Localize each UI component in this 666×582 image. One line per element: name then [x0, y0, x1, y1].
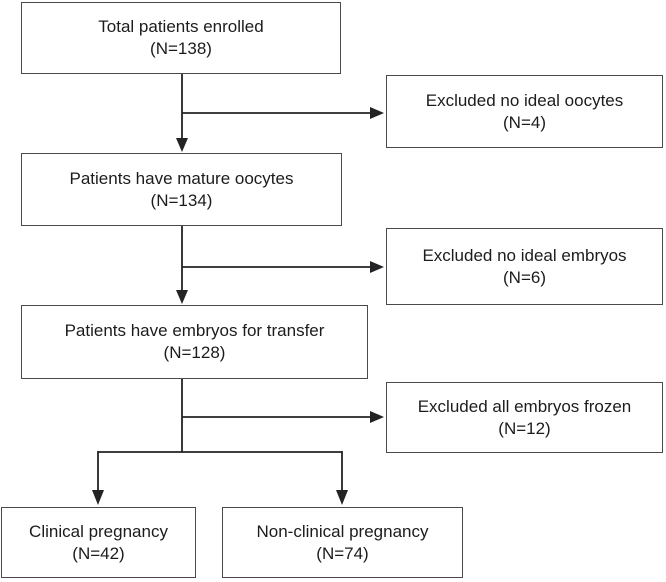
flow-box-label: Excluded all embryos frozen [417, 396, 632, 416]
flow-box-excluded-all-embryos-frozen: Excluded all embryos frozen (N=12) [386, 382, 663, 453]
flow-box-excluded-no-ideal-embryos: Excluded no ideal embryos (N=6) [386, 228, 663, 305]
flow-box-label: Patients have embryos for transfer [64, 321, 325, 340]
flow-box-label: Excluded no ideal embryos [422, 245, 627, 265]
flow-box-label: Patients have mature oocytes [69, 168, 294, 188]
arrowhead-down-to-nonclinical [336, 490, 348, 505]
flow-box-mature-oocytes: Patients have mature oocytes (N=134) [21, 153, 342, 226]
flow-box-count: (N=4) [503, 112, 546, 132]
flow-box-count: (N=134) [150, 190, 213, 210]
flow-box-label: Non-clinical pregnancy [256, 521, 429, 541]
arrowhead-down-to-transfer [176, 290, 188, 304]
flow-box-count: (N=138) [150, 39, 212, 58]
flow-box-label: Clinical pregnancy [29, 521, 168, 541]
flow-box-embryos-for-transfer: Patients have embryos for transfer (N=12… [21, 305, 368, 379]
flow-box-non-clinical-pregnancy: Non-clinical pregnancy (N=74) [222, 507, 463, 578]
flow-box-count: (N=12) [498, 418, 551, 438]
flow-box-count: (N=128) [163, 343, 226, 362]
flow-box-count: (N=6) [503, 267, 546, 287]
flow-box-excluded-no-ideal-oocytes: Excluded no ideal oocytes (N=4) [386, 75, 663, 148]
arrowhead-down-to-clinical [92, 490, 104, 505]
flow-box-clinical-pregnancy: Clinical pregnancy (N=42) [1, 507, 196, 578]
flow-box-label: Total patients enrolled [98, 17, 264, 36]
arrowhead-right-to-excluded-embryos [370, 261, 384, 273]
arrowhead-right-to-excluded-oocytes [370, 107, 384, 119]
flow-box-total-enrolled: Total patients enrolled (N=138) [21, 2, 341, 74]
flow-box-count: (N=42) [72, 543, 125, 563]
arrowhead-right-to-excluded-frozen [370, 411, 384, 423]
flow-box-count: (N=74) [316, 543, 369, 563]
flow-box-label: Excluded no ideal oocytes [425, 90, 624, 110]
arrowhead-down-to-mature [176, 138, 188, 152]
